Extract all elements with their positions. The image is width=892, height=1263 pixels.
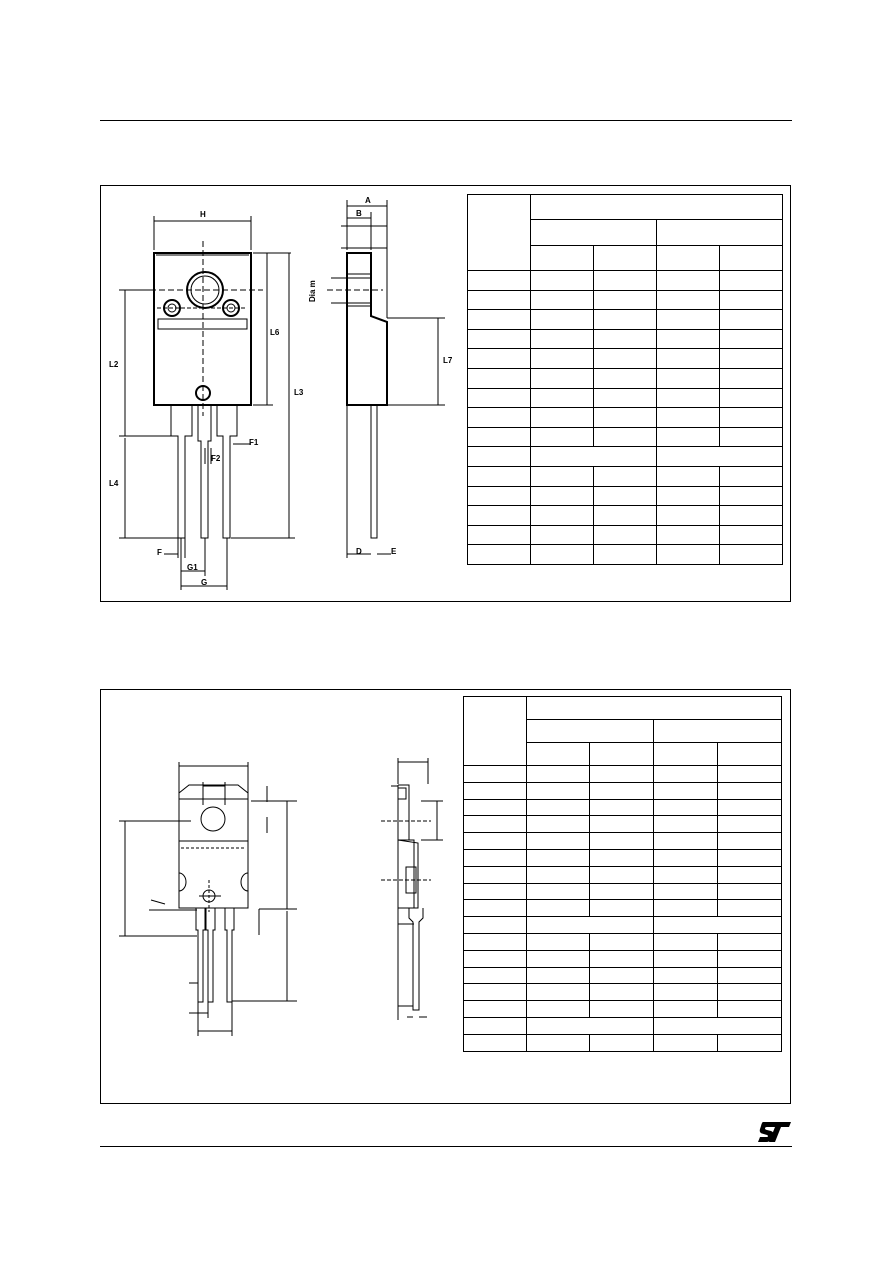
table-row: [467, 407, 783, 428]
table-row: [467, 289, 783, 311]
dim-label-L7: L7: [443, 356, 453, 365]
table-row: [463, 781, 782, 800]
package-1-frame: H A B Dia m L2 L4 L6 L3 L7 F F1 F2 G1 G …: [100, 185, 791, 602]
table-row: [467, 505, 783, 526]
table-row: [467, 544, 783, 565]
dim-label-F2: F2: [211, 454, 221, 463]
dim-label-B: B: [356, 209, 362, 218]
dim-label-F1: F1: [249, 438, 259, 447]
table-row: [463, 815, 782, 834]
table-row: [467, 309, 783, 330]
table-row: [467, 328, 783, 350]
table-row: [467, 485, 783, 507]
dim-label-G: G: [201, 578, 207, 587]
dim-label-L6: L6: [270, 328, 280, 337]
dim-label-H: H: [200, 210, 206, 219]
table-row: [463, 949, 782, 968]
table-row: [467, 465, 783, 487]
dim-label-L3: L3: [294, 388, 304, 397]
table-row: [463, 696, 782, 766]
package-1-dimension-table: [467, 194, 783, 565]
table-row: [467, 426, 783, 448]
table-row: [463, 865, 782, 884]
table-row: [463, 1016, 782, 1035]
table-row: [467, 270, 783, 291]
package-2-dimension-table: [463, 696, 782, 1052]
dim-label-D: D: [356, 547, 362, 556]
dim-label-A: A: [365, 196, 371, 205]
table-row: [463, 983, 782, 1002]
table-row: [463, 882, 782, 901]
package-1-drawing: H A B Dia m L2 L4 L6 L3 L7 F F1 F2 G1 G …: [109, 196, 453, 590]
table-row: [463, 848, 782, 867]
table-row: [467, 348, 783, 369]
table-row: [463, 832, 782, 850]
table-row: [463, 916, 782, 934]
table-row: [463, 765, 782, 783]
table-row: [463, 1033, 782, 1052]
table-row: [467, 387, 783, 409]
table-row: [464, 742, 782, 766]
package-2-frame: [100, 689, 791, 1104]
dim-label-G1: G1: [187, 563, 198, 572]
dim-label-E: E: [391, 547, 397, 556]
table-row: [468, 245, 783, 271]
dim-label-diam: Dia m: [308, 280, 317, 302]
dim-label-L4: L4: [109, 479, 119, 488]
dim-label-L2: L2: [109, 360, 119, 369]
table-row: [463, 932, 782, 951]
table-row: [468, 219, 783, 246]
table-row: [463, 1000, 782, 1018]
table-row: [467, 524, 783, 546]
table-row: [467, 446, 783, 467]
table-row: [463, 798, 782, 817]
st-logo-icon: [758, 1122, 791, 1142]
table-row: [467, 367, 783, 389]
table-row: [463, 966, 782, 985]
footer-rule: [100, 1146, 792, 1147]
package-2-drawing: [119, 758, 443, 1036]
header-rule: [100, 120, 792, 121]
table-row: [463, 899, 782, 918]
table-row: [467, 194, 783, 271]
dim-label-F: F: [157, 548, 162, 557]
